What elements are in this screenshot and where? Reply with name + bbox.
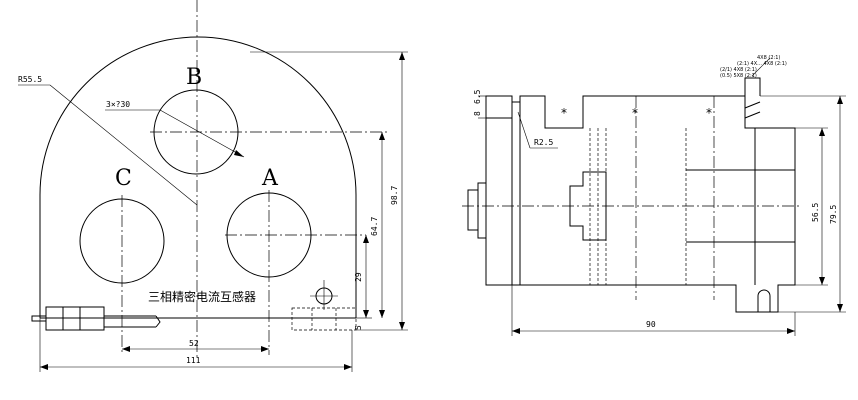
dim-top-2: 8 — [473, 111, 482, 116]
dim-base: 5 — [354, 325, 363, 330]
radius-leader — [49, 84, 198, 206]
dim-hole-a-height: 29 — [354, 272, 363, 282]
right-mount — [291, 280, 357, 331]
front-bottom-dims: 52 111 — [39, 318, 353, 372]
star-mark-1: * — [561, 106, 567, 120]
side-left-tab — [477, 182, 487, 239]
side-slot-line-1 — [744, 101, 761, 109]
dim-hole-spacing: 52 — [189, 339, 199, 348]
phase-a-letter: A — [261, 166, 279, 191]
holes-label: 3×?30 — [106, 100, 130, 109]
side-slot-line-2 — [744, 111, 761, 119]
side-bottom-dims: 90 — [511, 285, 796, 336]
left-terminal — [31, 306, 161, 331]
dim-side-depth: 90 — [646, 320, 656, 329]
side-view: * * * R2.5 6.5 8 4X8 (2:1) (2:1) 4X... 4… — [462, 55, 846, 336]
radius-label: R55.5 — [18, 75, 42, 84]
side-bottom-slot — [757, 289, 771, 312]
dim-hole-b-height: 64.7 — [370, 217, 379, 236]
front-right-dims: 98.7 64.7 29 5 — [250, 51, 408, 331]
svg-text:4X8 (2:1): 4X8 (2:1) — [757, 55, 780, 61]
front-view: R55.5 3×?30 B C A 三相精密电流互感器 — [18, 0, 408, 372]
side-left-tab-outer — [467, 189, 479, 231]
phase-c-letter: C — [115, 166, 132, 191]
fillet-label: R2.5 — [534, 138, 553, 147]
dim-side-inner-height: 56.5 — [811, 203, 820, 222]
star-mark-3: * — [706, 106, 712, 120]
side-right-dims: 79.5 56.5 — [760, 95, 846, 313]
dim-width: 111 — [186, 356, 201, 365]
holes-leader-arrow — [234, 150, 244, 157]
side-outline — [485, 95, 796, 313]
star-mark-2: * — [632, 106, 638, 120]
side-note: 4X8 (2:1) (2:1) 4X... 4X8 (2:1) (2/1) 4X… — [720, 55, 787, 79]
fillet-leader — [517, 111, 531, 149]
dim-total-height: 98.7 — [390, 186, 399, 205]
dim-top-1: 6.5 — [473, 89, 482, 104]
svg-text:(0.5) 5X8 (2:1): (0.5) 5X8 (2:1) — [720, 73, 757, 79]
product-name: 三相精密电流互感器 — [148, 289, 256, 304]
phase-b-letter: B — [186, 65, 202, 90]
dim-side-total-height: 79.5 — [829, 205, 838, 224]
holes-leader — [159, 109, 245, 158]
svg-text:(2/1) 4X8 (2:1): (2/1) 4X8 (2:1) — [720, 67, 757, 73]
front-outline — [39, 36, 357, 318]
svg-text:(2:1) 4X... 4X8 (2:1): (2:1) 4X... 4X8 (2:1) — [737, 61, 787, 67]
side-top-slot — [744, 77, 761, 96]
side-inner-step — [569, 171, 607, 241]
